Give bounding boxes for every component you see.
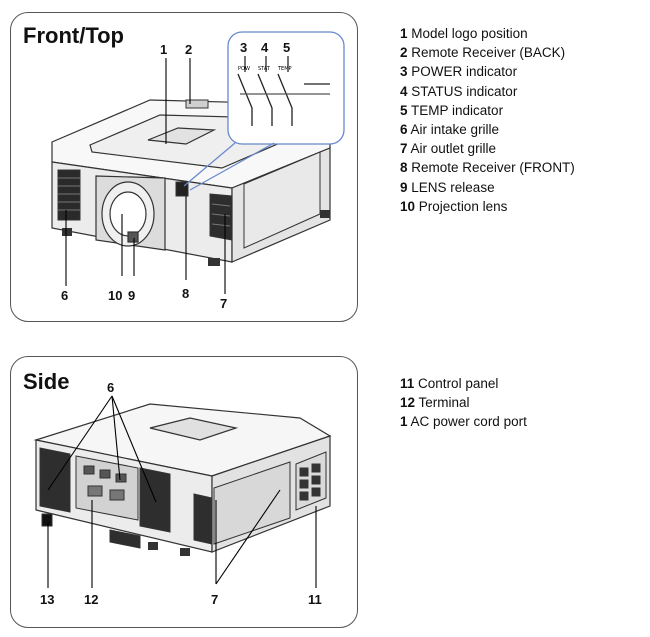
front-callout-8: 8 [182, 286, 190, 301]
front-callout-7: 7 [220, 296, 228, 311]
side-panel: Side [10, 356, 358, 628]
side-callout-12: 12 [84, 592, 99, 607]
front-callout-3: 3 [240, 40, 248, 55]
front-callout-5: 5 [283, 40, 291, 55]
air-outlet-grille-front [209, 151, 321, 249]
indicator-tag-stat: STAT [258, 66, 271, 72]
indicator-leds [237, 73, 330, 126]
legend-item: 9 LENS release [400, 179, 495, 195]
legend-item: 2 Remote Receiver (BACK) [400, 45, 566, 61]
front-callout-4: 4 [261, 40, 269, 55]
front-legend: 1 Model logo position 2 Remote Receiver … [400, 24, 575, 216]
legend-item: 8 Remote Receiver (FRONT) [400, 160, 575, 176]
front-callout-6: 6 [61, 288, 69, 303]
indicator-tag-temp: TEMP [277, 66, 292, 72]
ac-power-port [41, 513, 53, 527]
front-callout-1: 1 [160, 42, 168, 57]
legend-item: 7 Air outlet grille [400, 141, 497, 157]
front-callout-9: 9 [128, 288, 136, 303]
indicator-tag-pow: POW [238, 66, 250, 72]
front-callout-lines [65, 56, 289, 294]
legend-item: 1 AC power cord port [400, 414, 527, 430]
legend-item: 1 Model logo position [400, 26, 528, 41]
legend-item: 5 TEMP indicator [400, 102, 504, 118]
projection-lens-graphic [95, 175, 166, 251]
side-callout-11: 11 [308, 592, 322, 607]
legend-item: 10 Projection lens [400, 198, 508, 214]
front-callout-10: 10 [108, 288, 123, 303]
legend-item: 6 Air intake grille [400, 122, 500, 138]
model-logo-plate [147, 127, 217, 145]
legend-item: 4 STATUS indicator [400, 83, 518, 99]
side-title: Side [23, 369, 70, 394]
side-legend: 11 Control panel 12 Terminal 1 AC power … [400, 374, 527, 432]
indicator-inset [227, 31, 345, 145]
legend-item: 12 Terminal [400, 395, 470, 411]
side-callout-13: 13 [40, 592, 55, 607]
side-callout-7: 7 [211, 592, 219, 607]
legend-item: 11 Control panel [400, 376, 499, 391]
side-callout-6: 6 [107, 380, 115, 395]
front-top-title: Front/Top [23, 23, 124, 48]
legend-item: 3 POWER indicator [400, 64, 518, 80]
front-callout-2: 2 [185, 42, 193, 57]
air-intake-grille-front [57, 169, 81, 221]
lens-release-button [127, 231, 139, 243]
control-panel-graphic [295, 451, 327, 511]
side-callout-lines [47, 395, 317, 588]
